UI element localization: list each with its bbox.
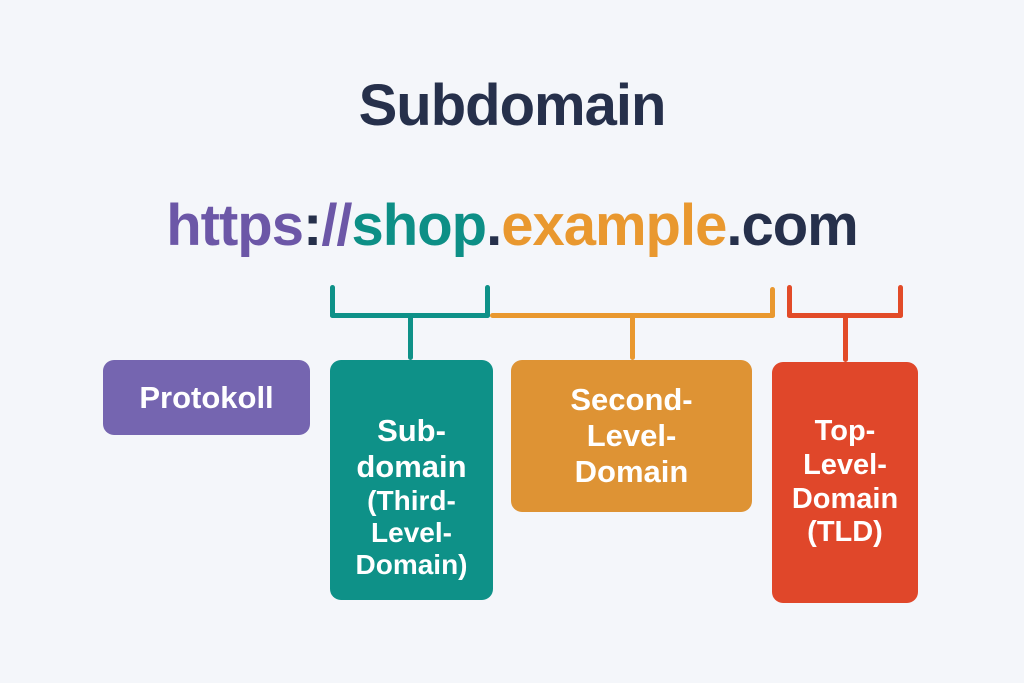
url-part-protocol: https [166, 193, 304, 258]
subdomain-bracket-right-tick [485, 285, 490, 318]
top-level-box-label-line-4: (TLD) [807, 516, 883, 549]
top-level-bracket-left-tick [787, 285, 792, 318]
page-title: Subdomain [358, 73, 667, 138]
second-level-bracket-stem [630, 313, 635, 360]
subdomain-box-label-line-3: (Third- [367, 485, 456, 517]
second-level-bracket-right-tick [770, 287, 775, 318]
subdomain-box: Sub- domain (Third- Level- Domain) [330, 360, 493, 600]
url-part-slashes: // [321, 193, 352, 258]
url-part-dot-1: . [486, 193, 502, 258]
subdomain-bracket-stem [408, 313, 413, 360]
second-level-box-label-line-1: Second- [570, 382, 693, 418]
top-level-box-label-line-2: Level- [803, 448, 887, 481]
url-part-second-level: example [501, 193, 727, 258]
url-part-colon: : [302, 193, 322, 258]
protocol-box-label: Protokoll [139, 379, 274, 415]
top-level-box-label-line-3: Domain [791, 482, 899, 515]
subdomain-box-label-line-1: Sub- [377, 413, 446, 449]
top-level-domain-box: Top- Level- Domain (TLD) [772, 362, 918, 603]
second-level-box-label-line-2: Level- [586, 418, 677, 454]
subdomain-box-label-line-5: Domain) [355, 548, 468, 580]
second-level-box-label-line-3: Domain [574, 453, 689, 489]
protocol-box: Protokoll [103, 360, 310, 435]
top-level-bracket-right-tick [898, 285, 903, 318]
top-level-box-label-line-1: Top- [814, 415, 876, 448]
top-level-bracket-stem [843, 315, 848, 362]
subdomain-box-label-line-4: Level- [371, 517, 452, 548]
url-text: https://shop.example.com [0, 192, 1024, 259]
url-part-subdomain: shop [351, 193, 488, 258]
second-level-domain-box: Second- Level- Domain [511, 360, 752, 512]
url-part-tld: com [741, 193, 859, 258]
url-part-dot-2: . [726, 193, 742, 258]
subdomain-bracket-left-tick [330, 285, 335, 318]
subdomain-box-label-line-2: domain [356, 449, 467, 485]
